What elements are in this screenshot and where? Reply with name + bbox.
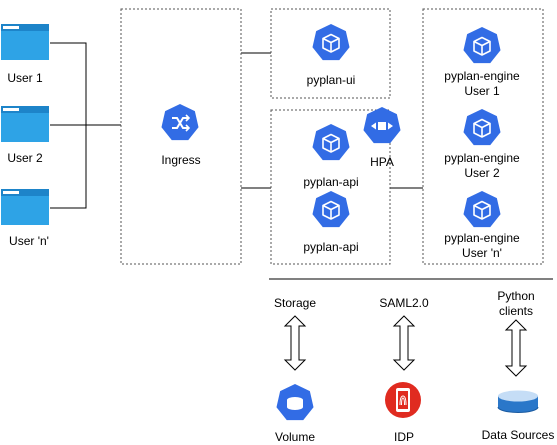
pyplan-api-node-2[interactable]: pyplan-api bbox=[303, 191, 359, 254]
idp-label: IDP bbox=[394, 430, 414, 444]
ingress-label: Ingress bbox=[161, 153, 200, 167]
fingerprint-phone-icon bbox=[385, 382, 421, 418]
user-2[interactable]: User 2 bbox=[1, 106, 49, 165]
pyplan-engine-node-2[interactable]: pyplan-engine User 2 bbox=[444, 109, 520, 180]
storage-label: Storage bbox=[274, 296, 316, 310]
user-n[interactable]: User 'n' bbox=[1, 189, 49, 248]
double-arrow-icon bbox=[283, 315, 307, 371]
engine-name-label: pyplan-engine bbox=[444, 151, 520, 165]
hpa-label: HPA bbox=[370, 155, 394, 169]
user-label: User 'n' bbox=[9, 234, 49, 248]
kubernetes-ingress-icon bbox=[161, 104, 199, 141]
user-1[interactable]: User 1 bbox=[1, 24, 49, 85]
data-sources-label: Data Sources bbox=[482, 428, 555, 442]
browser-window-icon bbox=[1, 189, 49, 225]
pyplan-api-node-1[interactable]: pyplan-api bbox=[303, 124, 359, 189]
pyplan-engine-node-1[interactable]: pyplan-engine User 1 bbox=[444, 27, 520, 98]
pyplan-api-label: pyplan-api bbox=[303, 175, 358, 189]
python-label: Python bbox=[497, 289, 534, 303]
kubernetes-volume-icon bbox=[276, 384, 314, 421]
ingress-node[interactable]: Ingress bbox=[161, 104, 201, 167]
engine-name-label: pyplan-engine bbox=[444, 69, 520, 83]
storage-column[interactable]: Storage Volume bbox=[274, 296, 316, 444]
engine-user-label: User 'n' bbox=[462, 246, 502, 260]
pyplan-api-label: pyplan-api bbox=[303, 240, 358, 254]
browser-window-icon bbox=[1, 106, 49, 142]
engine-name-label: pyplan-engine bbox=[444, 231, 520, 245]
browser-window-icon bbox=[1, 24, 49, 60]
user-label: User 1 bbox=[7, 71, 43, 85]
hpa-node[interactable]: HPA bbox=[363, 107, 401, 169]
engine-user-label: User 1 bbox=[464, 84, 500, 98]
user-label: User 2 bbox=[7, 151, 43, 165]
engine-user-label: User 2 bbox=[464, 166, 500, 180]
edge-user1-ingress bbox=[50, 42, 87, 125]
python-column[interactable]: Python clients Data Sources bbox=[482, 289, 555, 442]
double-arrow-icon bbox=[504, 319, 528, 377]
saml-label: SAML2.0 bbox=[379, 296, 429, 310]
pyplan-engine-node-n[interactable]: pyplan-engine User 'n' bbox=[444, 191, 520, 260]
connection-lines bbox=[50, 42, 553, 280]
kubernetes-hpa-icon bbox=[363, 107, 401, 144]
pyplan-ui-node[interactable]: pyplan-ui bbox=[307, 24, 356, 87]
double-arrow-icon bbox=[392, 315, 416, 371]
saml-column[interactable]: SAML2.0 IDP bbox=[379, 296, 429, 444]
volume-label: Volume bbox=[275, 430, 315, 444]
edge-usern-ingress bbox=[50, 125, 87, 209]
clients-label: clients bbox=[499, 304, 533, 318]
pyplan-ui-label: pyplan-ui bbox=[307, 73, 356, 87]
database-icon bbox=[497, 390, 539, 413]
